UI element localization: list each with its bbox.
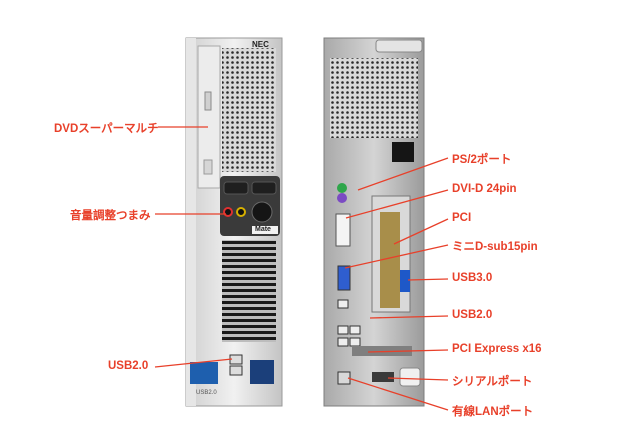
dvd-drive: [197, 45, 221, 189]
label-front-usb: USB2.0: [108, 360, 149, 372]
label-ps2-port: PS/2ポート: [452, 154, 512, 166]
mate-badge: Mate: [255, 226, 271, 233]
psu-fan-grille: [330, 58, 418, 138]
front-pc: [185, 37, 283, 407]
label-vga-port: ミニD-sub15pin: [452, 241, 538, 253]
windows-sticker: [250, 360, 274, 384]
volume-knob: [251, 201, 273, 223]
usb3-card-port: [400, 270, 410, 292]
usb-sticker-text: USB2.0: [196, 390, 217, 396]
label-pci: PCI: [452, 212, 472, 224]
label-lan-port: 有線LANポート: [452, 406, 534, 418]
label-serial-port: シリアルポート: [452, 376, 533, 388]
label-rear-usb2: USB2.0: [452, 309, 493, 321]
dvi-port: [335, 213, 351, 247]
ps2-port-keyboard: [337, 193, 347, 203]
label-pcie: PCI Express x16: [452, 343, 542, 355]
power-inlet: [392, 142, 414, 162]
usb-port-rear: [337, 325, 349, 335]
mic-jack: [236, 207, 246, 217]
intel-sticker: [190, 362, 218, 384]
ps2-port-mouse: [337, 183, 347, 193]
power-button: [223, 181, 249, 195]
front-vent-mesh: [222, 48, 276, 172]
reset-button: [251, 181, 277, 195]
serial-port: [372, 372, 394, 382]
label-volume-knob: 音量調整つまみ: [70, 210, 151, 222]
label-usb3: USB3.0: [452, 272, 493, 284]
rear-top-handle: [375, 39, 423, 53]
vga-port: [337, 265, 351, 291]
rear-pc: [323, 37, 425, 407]
label-dvd-drive: DVDスーパーマルチ: [54, 123, 159, 135]
nec-badge: NEC: [252, 40, 269, 49]
lower-vent-slots: [222, 240, 276, 342]
leader-lines: [154, 126, 449, 411]
label-dvi-port: DVI-D 24pin: [452, 183, 517, 195]
headphone-jack: [223, 207, 233, 217]
